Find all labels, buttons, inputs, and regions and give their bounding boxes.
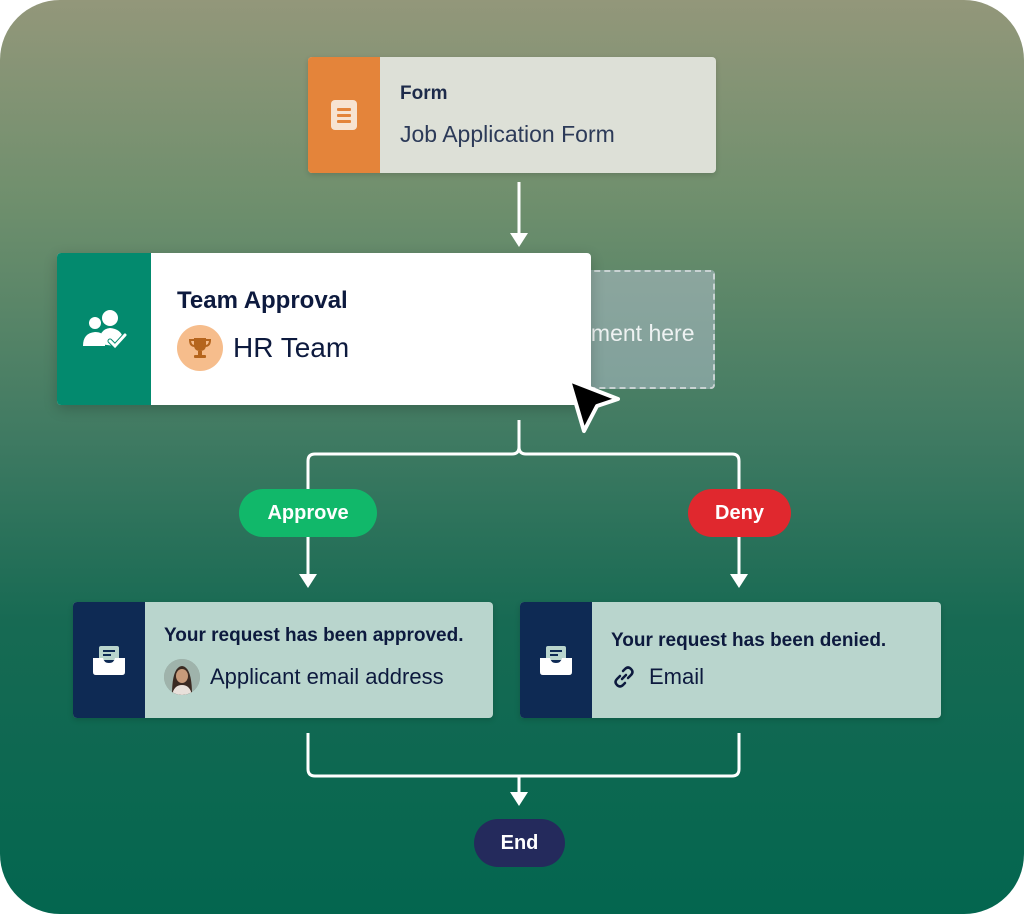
approval-step-card[interactable]: Team Approval HR Team: [57, 253, 591, 405]
form-step-icon-panel: [308, 57, 380, 173]
arrow-head-approve: [299, 574, 317, 588]
inbox-icon: [93, 646, 125, 675]
form-step-card[interactable]: Form Job Application Form: [308, 57, 716, 173]
user-check-icon: [83, 310, 127, 350]
end-node[interactable]: End: [474, 819, 565, 867]
denied-email-icon-panel: [520, 602, 592, 718]
form-step-subtitle: Job Application Form: [400, 120, 615, 147]
approved-email-recipient: Applicant email address: [210, 664, 444, 689]
approved-email-icon-panel: [73, 602, 145, 718]
approve-branch-label[interactable]: Approve: [239, 489, 377, 537]
approved-email-title: Your request has been approved.: [164, 625, 464, 646]
connector-merge: [306, 733, 741, 778]
approval-step-title: Team Approval: [177, 287, 348, 314]
mouse-cursor-icon: [567, 378, 620, 433]
form-step-title: Form: [400, 82, 448, 104]
avatar: [164, 659, 200, 695]
trophy-icon: [177, 325, 223, 371]
denied-email-title: Your request has been denied.: [611, 630, 887, 651]
inbox-icon: [540, 646, 572, 675]
link-icon: [611, 664, 637, 690]
arrow-head-approval: [510, 233, 528, 247]
denied-email-recipient: Email: [649, 664, 705, 689]
arrow-head-deny: [730, 574, 748, 588]
approved-email-card[interactable]: Your request has been approved. Applican…: [73, 602, 493, 718]
connector-approval-split-right: [517, 446, 741, 578]
denied-email-card[interactable]: Your request has been denied. Email: [520, 602, 941, 718]
arrow-head-end: [510, 792, 528, 806]
document-icon: [331, 100, 357, 130]
approval-assignee: HR Team: [233, 332, 350, 363]
deny-branch-label[interactable]: Deny: [688, 489, 791, 537]
approval-step-icon-panel: [57, 253, 151, 405]
